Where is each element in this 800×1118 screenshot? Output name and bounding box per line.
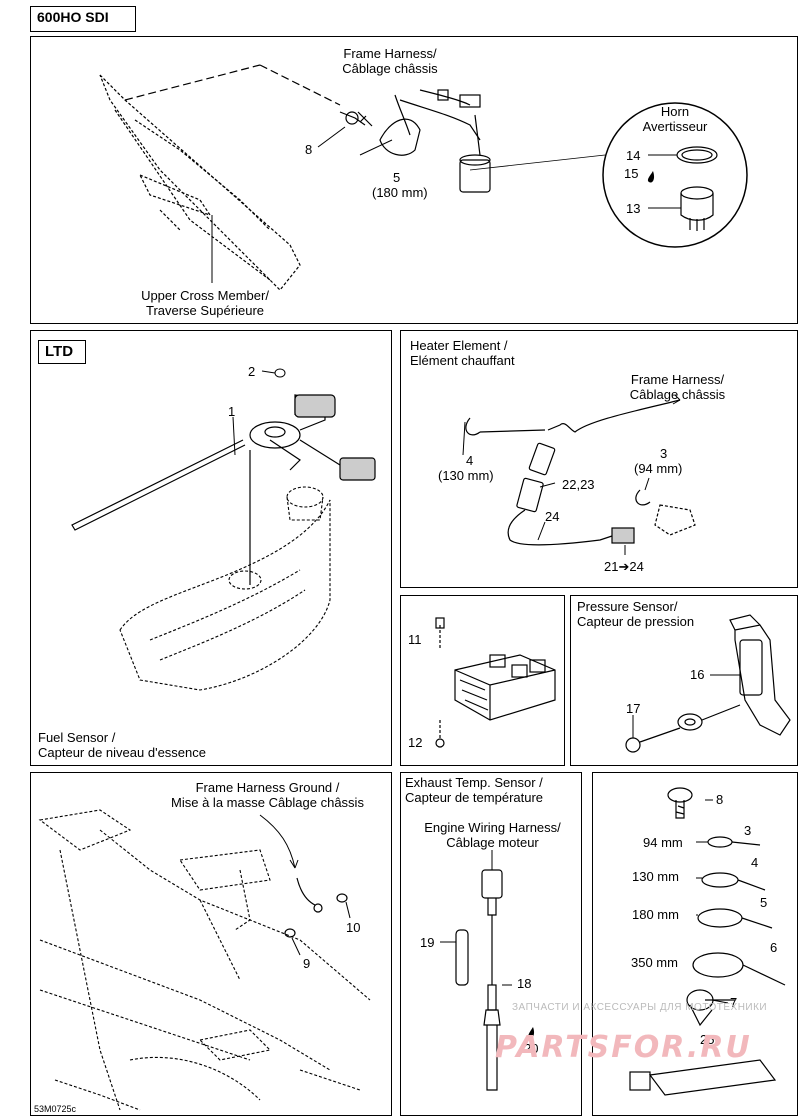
fuel-tank-illustration	[119, 486, 331, 691]
parts-size-180: 180 mm	[632, 907, 679, 922]
callout-19: 19	[420, 935, 435, 950]
callout-14: 14	[626, 148, 641, 163]
panel-frame-ground	[30, 772, 392, 1116]
pressure-sensor-illustration	[625, 614, 791, 753]
callout-16: 16	[690, 667, 705, 682]
panel-exhaust-sensor	[400, 772, 582, 1116]
callout-3-size: (94 mm)	[634, 461, 683, 476]
callout-22-23: 22,23	[562, 477, 595, 492]
horn-label: Horn Avertisseur	[642, 104, 708, 134]
model-tag: 600HO SDI	[30, 6, 136, 32]
watermark-logo: PARTSFOR.RU	[495, 1030, 752, 1065]
parts-callout-25: 25	[700, 1032, 715, 1047]
callout-8: 8	[305, 142, 313, 157]
parts-size-350: 350 mm	[631, 955, 678, 970]
callout-20: 20	[524, 1041, 539, 1056]
parts-callout-4: 4	[751, 855, 759, 870]
parts-size-130: 130 mm	[632, 869, 679, 884]
parts-callout-8: 8	[716, 792, 724, 807]
engine-harness-label: Engine Wiring Harness/ Câblage moteur	[424, 820, 561, 850]
horn-parts	[676, 146, 718, 231]
parts-list-illustration	[629, 787, 786, 1096]
callout-15: 15	[624, 166, 639, 181]
heater-frame-harness-label: Frame Harness/ Câblage châssis	[629, 372, 726, 402]
callout-21-24: 21➔24	[604, 559, 644, 574]
frame-harness-clip	[339, 89, 491, 193]
callout-4: 4	[466, 453, 474, 468]
ground-cable-illustration	[284, 877, 348, 938]
exhaust-sensor-illustration	[455, 869, 503, 1091]
parts-callout-3: 3	[744, 823, 752, 838]
panel-parts-list	[592, 772, 798, 1116]
callout-24: 24	[545, 509, 560, 524]
callout-3: 3	[660, 446, 668, 461]
callout-2: 2	[248, 364, 256, 379]
fuse-box-illustration	[435, 617, 556, 748]
frame-ground-label: Frame Harness Ground / Mise à la masse C…	[171, 780, 364, 810]
callout-4-size: (130 mm)	[438, 468, 494, 483]
callout-5-size: (180 mm)	[372, 185, 428, 200]
heater-element-label: Heater Element / Elément chauffant	[410, 338, 515, 368]
parts-size-94: 94 mm	[643, 835, 683, 850]
parts-callout-6: 6	[770, 940, 778, 955]
callout-11: 11	[408, 632, 422, 647]
callout-10: 10	[346, 920, 361, 935]
panel-frame-harness	[30, 36, 798, 324]
figure-code: 53M0725c	[34, 1104, 77, 1114]
watermark-text: ЗАПЧАСТИ И АКСЕССУАРЫ ДЛЯ МОТОТЕХНИКИ	[512, 1002, 768, 1013]
panel-pressure-sensor	[570, 595, 798, 766]
callout-1: 1	[228, 404, 236, 419]
frame-harness-label: Frame Harness/ Câblage châssis	[342, 46, 438, 76]
heater-harness-illustration	[465, 399, 696, 546]
fuel-sensor-label: Fuel Sensor / Capteur de niveau d'essenc…	[38, 730, 206, 760]
fuel-sensor-illustration	[71, 394, 376, 585]
callout-5: 5	[393, 170, 401, 185]
panel-fuel-sensor	[30, 330, 392, 766]
callout-17: 17	[626, 701, 641, 716]
horn-detail-circle	[602, 102, 748, 248]
frame-lower-illustration	[38, 809, 371, 1111]
pressure-sensor-label: Pressure Sensor/ Capteur de pression	[577, 599, 695, 629]
ltd-tag: LTD	[38, 340, 86, 364]
upper-cross-member-label: Upper Cross Member/ Traverse Supérieure	[141, 288, 269, 318]
parts-callout-5: 5	[760, 895, 768, 910]
callout-18: 18	[517, 976, 532, 991]
callout-12: 12	[408, 735, 423, 750]
callout-13: 13	[626, 201, 641, 216]
callout-9: 9	[303, 956, 311, 971]
exhaust-sensor-label: Exhaust Temp. Sensor / Capteur de tempér…	[405, 775, 544, 805]
frame-upper-illustration	[99, 64, 341, 291]
panel-heater-element	[400, 330, 798, 588]
parts-callout-7: 7	[730, 995, 738, 1010]
panel-fuse-box	[400, 595, 565, 766]
